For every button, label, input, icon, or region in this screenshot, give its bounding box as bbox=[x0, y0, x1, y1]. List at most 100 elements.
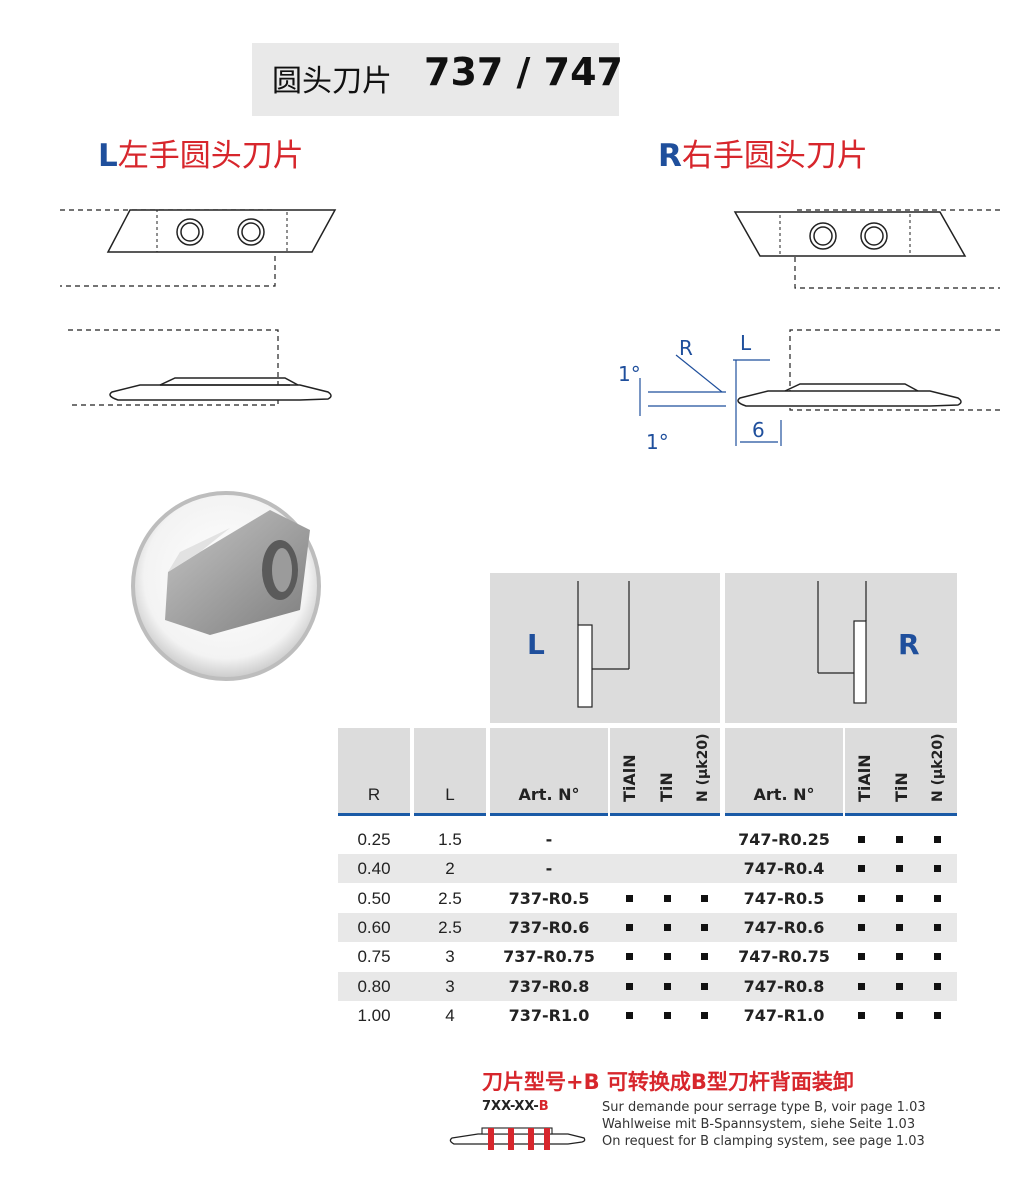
technical-drawings bbox=[60, 209, 1000, 446]
availability-mark-747 bbox=[934, 1011, 941, 1019]
cell-art-747: 747-R0.25 bbox=[738, 830, 830, 849]
col-header-tialn-747: TiAlN bbox=[855, 754, 874, 802]
cell-l: 2 bbox=[445, 859, 455, 879]
header-rule bbox=[338, 813, 410, 816]
availability-mark-737 bbox=[701, 982, 708, 990]
cell-art-747: 747-R0.4 bbox=[743, 859, 825, 879]
header-cell-l bbox=[414, 728, 486, 814]
header-rule bbox=[845, 813, 957, 816]
availability-mark-737 bbox=[626, 953, 633, 961]
left-insert-top-view bbox=[60, 209, 337, 287]
availability-mark-737 bbox=[701, 1011, 708, 1019]
cell-l: 4 bbox=[445, 1005, 455, 1025]
availability-mark-747 bbox=[858, 982, 865, 990]
availability-mark-747 bbox=[858, 1011, 865, 1019]
availability-mark-747 bbox=[896, 836, 903, 843]
row-band bbox=[338, 971, 957, 1001]
availability-mark-747 bbox=[934, 982, 941, 990]
row-band bbox=[338, 912, 957, 942]
dim-label-r: R bbox=[679, 336, 693, 360]
header-cell-coatings-left bbox=[610, 728, 720, 814]
col-header-tialn-737: TiAlN bbox=[620, 754, 639, 802]
row-band bbox=[338, 854, 957, 884]
cell-art-737: 737-R1.0 bbox=[508, 1005, 590, 1025]
b-type-code-prefix: 7XX-XX- bbox=[482, 1099, 539, 1114]
b-type-note-cn: 刀片型号+B 可转换成B型刀杆背面装卸 bbox=[482, 1070, 854, 1094]
availability-mark-747 bbox=[896, 953, 903, 961]
insert-render-image bbox=[131, 491, 321, 681]
cell-r: 1.00 bbox=[357, 1005, 391, 1025]
col-header-tin-737: TiN bbox=[657, 772, 676, 802]
col-header-art-747: Art. N° bbox=[753, 785, 815, 804]
cell-r: 0.50 bbox=[357, 888, 391, 908]
cell-l: 3 bbox=[445, 947, 455, 967]
page-title-number: 737 / 747 bbox=[424, 50, 623, 94]
header-cell-coatings-right bbox=[845, 728, 957, 814]
b-type-insert-drawing bbox=[449, 1127, 586, 1150]
header-cell-r bbox=[338, 728, 410, 814]
right-heading-letter: R bbox=[658, 138, 682, 174]
cell-r: 0.80 bbox=[357, 976, 391, 996]
availability-mark-747 bbox=[858, 923, 865, 931]
availability-mark-747 bbox=[896, 923, 903, 931]
header-rule bbox=[610, 813, 720, 816]
header-cell-art-right bbox=[725, 728, 843, 814]
b-type-note-lines: Sur demande pour serrage type B, voir pa… bbox=[602, 1099, 926, 1150]
availability-mark-747 bbox=[934, 953, 941, 961]
availability-mark-747 bbox=[858, 953, 865, 961]
cell-art-737: 737-R0.5 bbox=[508, 888, 590, 908]
header-rule bbox=[725, 813, 843, 816]
availability-mark-737 bbox=[664, 923, 671, 931]
availability-mark-737 bbox=[664, 982, 671, 990]
cell-art-737: - bbox=[545, 859, 553, 879]
availability-mark-747 bbox=[896, 865, 903, 873]
availability-mark-747 bbox=[896, 1011, 903, 1019]
note-english: On request for B clamping system, see pa… bbox=[602, 1134, 925, 1149]
left-heading-text: 左手圆头刀片 bbox=[117, 138, 304, 174]
page-title: 圆头刀片 bbox=[272, 64, 392, 99]
left-heading: L左手圆头刀片 bbox=[98, 130, 304, 175]
cell-art-747: 747-R0.5 bbox=[743, 888, 825, 908]
cell-r: 0.75 bbox=[357, 947, 391, 967]
availability-mark-737 bbox=[701, 923, 708, 931]
panel-label-left: L bbox=[527, 628, 545, 661]
cell-r: 0.25 bbox=[357, 830, 391, 849]
right-heading-text: 右手圆头刀片 bbox=[681, 138, 868, 174]
panel-drawings bbox=[577, 581, 867, 708]
b-type-code-suffix: B bbox=[538, 1099, 549, 1114]
right-heading: R右手圆头刀片 bbox=[658, 130, 868, 175]
cell-l: 2.5 bbox=[438, 888, 462, 908]
dim-label-l: L bbox=[740, 331, 752, 355]
dim-label-six: 6 bbox=[752, 418, 765, 442]
dim-label-angle-top: 1° bbox=[618, 362, 641, 386]
cell-art-737: 737-R0.6 bbox=[508, 917, 590, 937]
cell-art-747: 747-R0.75 bbox=[738, 947, 830, 967]
note-french: Sur demande pour serrage type B, voir pa… bbox=[602, 1100, 926, 1115]
panel-label-right: R bbox=[898, 628, 920, 661]
availability-mark-737 bbox=[626, 982, 633, 990]
availability-mark-737 bbox=[701, 953, 708, 961]
availability-mark-747 bbox=[896, 894, 903, 902]
availability-mark-737 bbox=[626, 1011, 633, 1019]
right-insert-top-view bbox=[733, 209, 1000, 289]
title-box bbox=[252, 43, 619, 116]
cell-art-747: 747-R0.8 bbox=[743, 976, 825, 996]
cell-r: 0.40 bbox=[357, 859, 391, 879]
col-header-art-737: Art. N° bbox=[518, 785, 580, 804]
cell-art-737: 737-R0.75 bbox=[503, 947, 595, 967]
availability-mark-747 bbox=[934, 836, 941, 843]
left-insert-side-view bbox=[68, 329, 332, 406]
availability-mark-747 bbox=[934, 923, 941, 931]
availability-mark-747 bbox=[934, 865, 941, 873]
panel-left bbox=[490, 573, 720, 723]
cell-art-747: 747-R1.0 bbox=[743, 1005, 825, 1025]
availability-mark-747 bbox=[858, 865, 865, 873]
availability-mark-737 bbox=[664, 894, 671, 902]
header-cell-art-left bbox=[490, 728, 608, 814]
cell-l: 3 bbox=[445, 976, 455, 996]
availability-mark-747 bbox=[934, 894, 941, 902]
col-header-l: L bbox=[445, 785, 455, 804]
availability-mark-737 bbox=[626, 923, 633, 931]
right-insert-side-view bbox=[639, 329, 1000, 446]
cell-art-737: - bbox=[545, 830, 553, 849]
